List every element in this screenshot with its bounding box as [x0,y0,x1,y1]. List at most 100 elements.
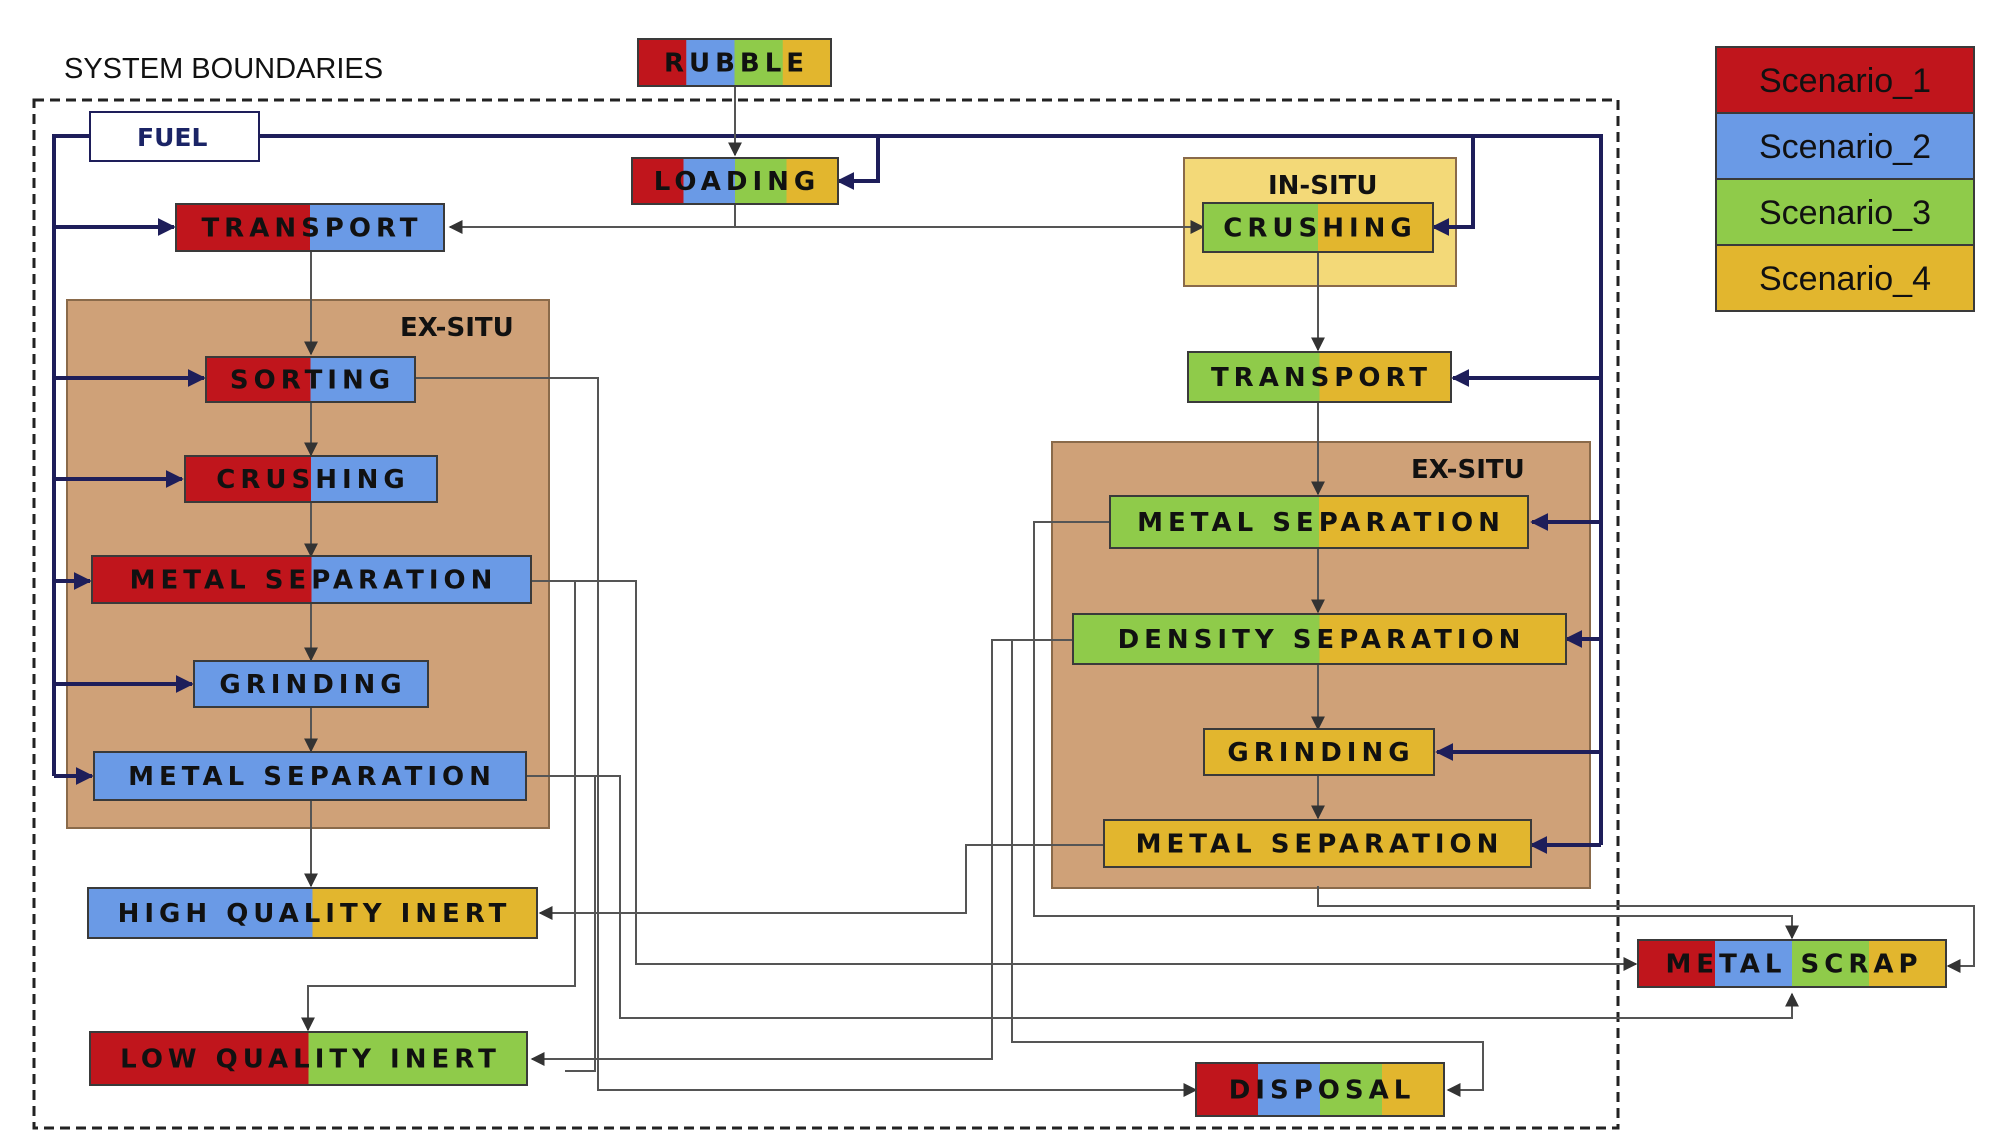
process-box-crushing-left: CRUSHING [184,455,438,503]
scenario-segment-scenario-2 [1715,940,1793,987]
process-box-border [205,356,416,403]
legend-swatch [1715,46,1975,114]
process-box-border [91,555,532,604]
scenario-segment-scenario-1 [638,39,687,86]
scenario-segment-scenario-4 [1382,1063,1444,1116]
legend-label: Scenario_2 [1759,128,1931,166]
legend-swatch [1715,244,1975,312]
scenario-segment-scenario-4 [782,39,831,86]
ex-situ-right-label: EX-SITU [1411,455,1525,485]
process-box-border [193,660,429,708]
process-box-grinding-right: GRINDING [1203,728,1435,776]
scenario-segment-scenario-2 [194,661,428,707]
process-label: METAL SEPARATION [128,762,496,792]
scenario-segment-scenario-3 [1320,1063,1383,1116]
process-label: GRINDING [1227,738,1414,768]
legend-label: Scenario_3 [1759,194,1931,232]
fuel-label: FUEL [137,123,207,152]
process-box-transport-right: TRANSPORT [1187,351,1452,403]
scenario-segment-scenario-3 [734,39,784,86]
process-box-sorting: SORTING [205,356,416,403]
scenario-segment-scenario-2 [94,752,526,800]
process-label: RUBBLE [664,49,809,79]
process-label: TRANSPORT [1211,363,1432,393]
process-box-border [1103,819,1532,868]
scenario-segment-scenario-2 [686,39,735,86]
scenario-segment-scenario-1 [632,158,684,204]
scenario-segment-scenario-1 [90,1032,309,1085]
process-box-border [93,751,527,801]
scenario-segment-scenario-3 [1203,203,1319,252]
fuel-box [89,111,260,162]
process-box-border [1195,1062,1445,1117]
process-box-border [1187,351,1452,403]
scenario-segment-scenario-1 [92,556,312,603]
scenario-segment-scenario-4 [1319,496,1528,548]
process-box-border [1203,728,1435,776]
ex-situ-left-label: EX-SITU [400,313,514,343]
scenario-segment-scenario-1 [1638,940,1716,987]
process-label: LOW QUALITY INERT [120,1045,501,1075]
process-box-metal-sep-right-1: METAL SEPARATION [1109,495,1529,549]
legend-label: Scenario_4 [1759,260,1931,298]
process-box-rubble: RUBBLE [637,38,832,87]
process-label: DISPOSAL [1229,1076,1416,1106]
process-box-loading: LOADING [631,157,839,205]
process-box-disposal: DISPOSAL [1195,1062,1445,1117]
scenario-segment-scenario-3 [1792,940,1870,987]
process-label: CRUSHING [216,465,409,495]
process-box-metal-scrap: METAL SCRAP [1637,939,1947,988]
scenario-segment-scenario-2 [683,158,736,204]
process-box-border [1109,495,1529,549]
scenario-segment-scenario-4 [1319,614,1566,664]
scenario-segment-scenario-4 [1319,352,1451,402]
scenario-segment-scenario-4 [1204,729,1434,775]
scenario-segment-scenario-1 [206,357,311,402]
scenario-segment-scenario-3 [1188,352,1320,402]
process-label: HIGH QUALITY INERT [118,899,512,929]
scenario-segment-scenario-4 [786,158,838,204]
process-label: METAL SEPARATION [1136,830,1504,860]
scenario-segment-scenario-1 [1196,1063,1259,1116]
process-label: METAL SEPARATION [130,566,498,596]
material-flow-lines [301,86,1975,1097]
process-label: GRINDING [219,670,406,700]
process-label: CRUSHING [1223,214,1416,244]
process-box-border [87,887,538,939]
fuel-lines [52,134,1603,854]
process-label: SORTING [230,366,395,396]
scenario-segment-scenario-3 [735,158,787,204]
scenario-segment-scenario-2 [311,556,531,603]
process-box-density-sep: DENSITY SEPARATION [1072,613,1567,665]
process-box-grinding-left: GRINDING [193,660,429,708]
process-box-border [89,1031,528,1086]
process-boxes: RUBBLE LOADING TRANSPORT CRUSHING TRANSPORT S… [87,38,1947,1117]
process-box-metal-sep-left-1: METAL SEPARATION [91,555,532,604]
scenario-segment-scenario-3 [1110,496,1320,548]
process-label: METAL SEPARATION [1137,508,1505,538]
scenario-segment-scenario-2 [1258,1063,1321,1116]
scenario-segment-scenario-1 [176,204,311,251]
process-box-border [1202,202,1434,253]
in-situ-label: IN-SITU [1268,171,1377,201]
process-box-border [175,203,445,252]
process-label: LOADING [654,167,821,197]
scenario-segment-scenario-4 [312,888,537,938]
scenario-segment-scenario-1 [185,456,312,502]
process-box-low-quality-inert: LOW QUALITY INERT [89,1031,528,1086]
process-label: DENSITY SEPARATION [1118,625,1526,655]
scenario-segment-scenario-4 [1869,940,1946,987]
legend-label: Scenario_1 [1759,62,1931,100]
process-label: METAL SCRAP [1665,950,1922,980]
scenario-segment-scenario-2 [88,888,313,938]
process-box-crushing-insitu: CRUSHING [1202,202,1434,253]
scenario-segment-scenario-4 [1318,203,1433,252]
scenario-segment-scenario-2 [310,357,415,402]
process-box-border [1072,613,1567,665]
process-label: TRANSPORT [201,214,422,244]
scenario-segment-scenario-3 [308,1032,527,1085]
process-box-border [631,157,839,205]
process-box-metal-sep-left-2: METAL SEPARATION [93,751,527,801]
